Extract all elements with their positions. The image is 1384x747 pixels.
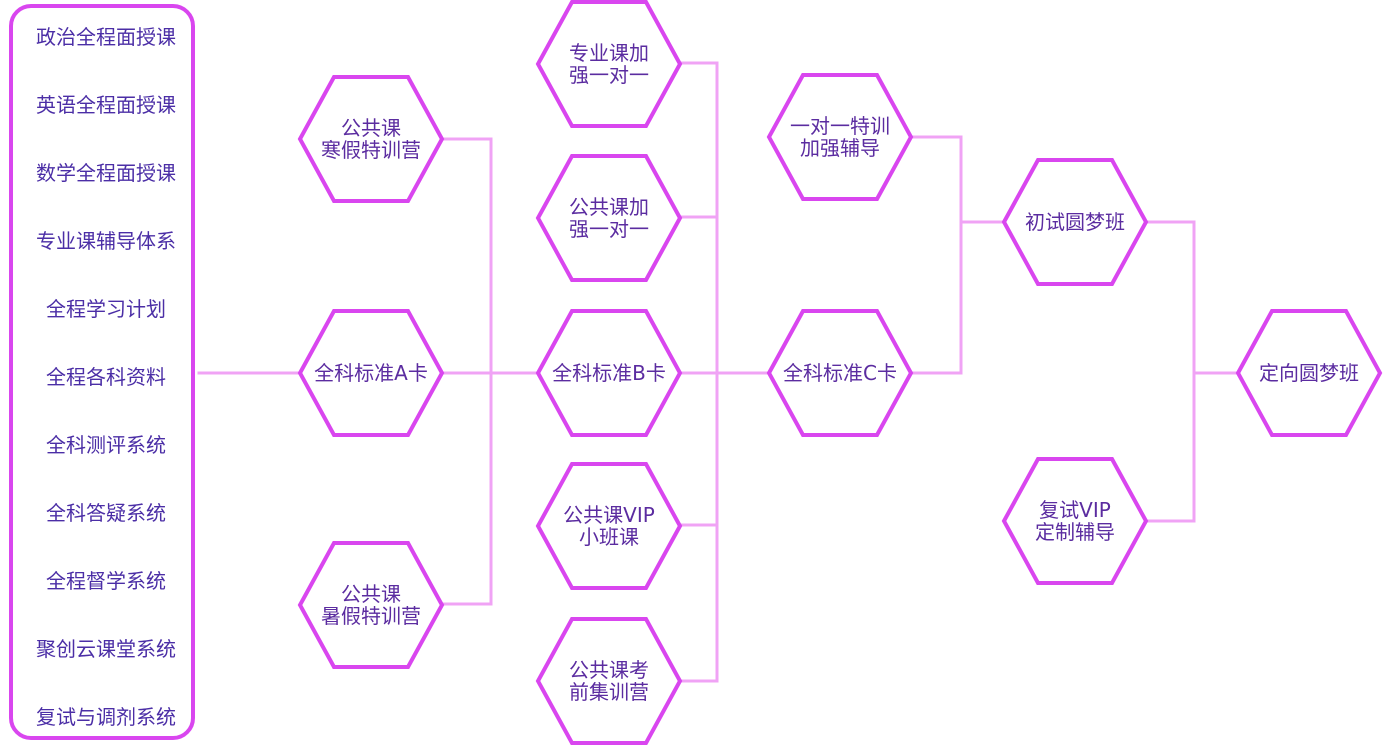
hex-card-a: 全科标准A卡 [296, 308, 446, 438]
hex-label-line: 寒假特训营 [321, 138, 421, 162]
feature-item: 政治全程面授课 [36, 25, 176, 49]
hex-label-line: 公共课加 [569, 195, 649, 219]
hex-directed-dream-class: 定向圆梦班 [1234, 308, 1384, 438]
hex-label-line: 强一对一 [569, 217, 649, 241]
feature-item: 聚创云课堂系统 [36, 637, 176, 661]
hexagon-shape [1001, 158, 1149, 286]
feature-item: 英语全程面授课 [36, 93, 176, 117]
hex-label-line: 全科标准B卡 [552, 361, 666, 385]
feature-item: 全科测评系统 [46, 433, 166, 457]
hex-label-line: 暑假特训营 [321, 604, 421, 628]
hex-first-exam-dream-class: 初试圆梦班 [1000, 157, 1150, 287]
hexagon-shape [535, 617, 683, 745]
feature-item: 全程学习计划 [46, 297, 166, 321]
hex-card-c: 全科标准C卡 [765, 308, 915, 438]
hexagon-shape [1001, 457, 1149, 585]
feature-item: 数学全程面授课 [36, 161, 176, 185]
feature-item: 全程各科资料 [46, 365, 166, 389]
hex-card-b: 全科标准B卡 [534, 308, 684, 438]
hex-public-exam-camp: 公共课考 前集训营 [534, 616, 684, 746]
hexagon-shape [535, 462, 683, 590]
hex-label-line: 初试圆梦班 [1025, 210, 1125, 234]
hex-one-on-one-special: 一对一特训 加强辅导 [765, 72, 915, 202]
feature-item: 全科答疑系统 [46, 501, 166, 525]
hex-label-line: 专业课加 [569, 41, 649, 65]
hexagon-shape [535, 154, 683, 282]
hexagon-shape [1235, 309, 1383, 437]
hexagon-shape [535, 0, 683, 128]
hexagon-shape [297, 309, 445, 437]
hexagon-shape [535, 309, 683, 437]
hex-label-line: 复试VIP [1039, 498, 1111, 522]
hex-label-line: 公共课考 [569, 658, 649, 682]
hex-label-line: 加强辅导 [800, 136, 880, 160]
hex-label-line: 强一对一 [569, 63, 649, 87]
hex-label-line: 公共课 [341, 116, 401, 140]
feature-item: 全程督学系统 [46, 569, 166, 593]
hex-public-vip-small-class: 公共课VIP 小班课 [534, 461, 684, 591]
feature-item: 专业课辅导体系 [36, 229, 176, 253]
feature-item: 复试与调剂系统 [36, 705, 176, 729]
hex-label-line: 公共课VIP [563, 503, 655, 527]
hex-retest-vip: 复试VIP 定制辅导 [1000, 456, 1150, 586]
hexagon-shape [766, 309, 914, 437]
hex-label-line: 前集训营 [569, 680, 649, 704]
hex-label-line: 小班课 [579, 525, 639, 549]
hex-label-line: 公共课 [341, 582, 401, 606]
hex-label-line: 全科标准C卡 [783, 361, 897, 385]
hexagon-shape [766, 73, 914, 201]
hex-label-line: 全科标准A卡 [314, 361, 428, 385]
hex-label-line: 定制辅导 [1035, 520, 1115, 544]
hexagon-shape [297, 541, 445, 669]
hex-public-summer-camp: 公共课 暑假特训营 [296, 540, 446, 670]
hex-public-one-on-one: 公共课加 强一对一 [534, 153, 684, 283]
hexagon-shape [297, 75, 445, 203]
hex-public-winter-camp: 公共课 寒假特训营 [296, 74, 446, 204]
hex-major-one-on-one: 专业课加 强一对一 [534, 0, 684, 129]
hex-label-line: 定向圆梦班 [1259, 361, 1359, 385]
feature-list-panel: 政治全程面授课 英语全程面授课 数学全程面授课 专业课辅导体系 全程学习计划 全… [9, 4, 195, 740]
hex-label-line: 一对一特训 [790, 114, 890, 138]
